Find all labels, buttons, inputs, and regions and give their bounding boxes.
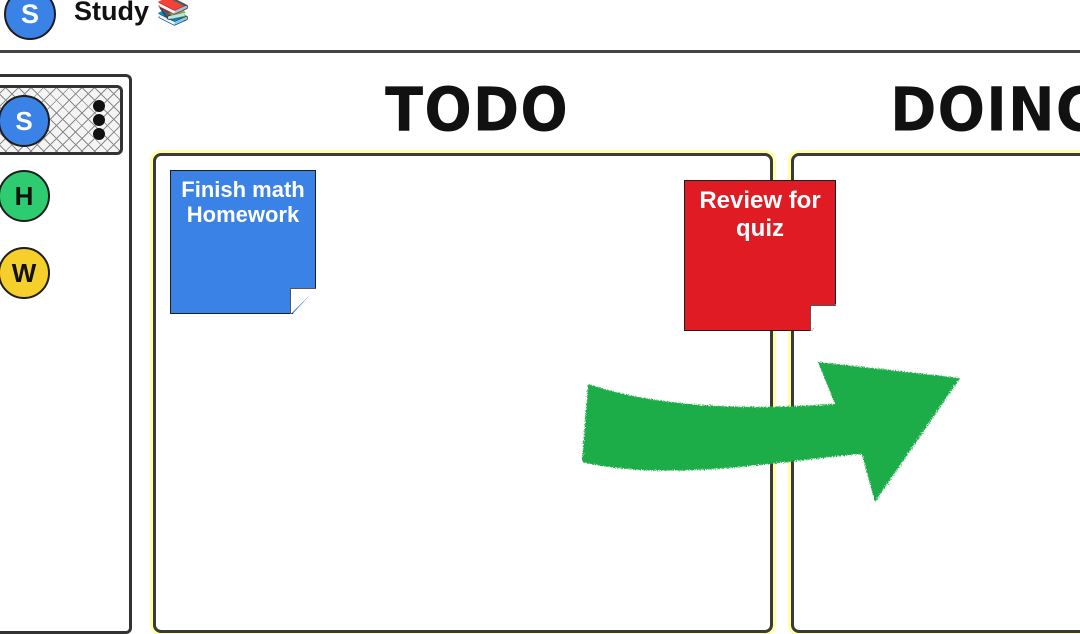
- page-curl-icon: [810, 305, 836, 331]
- column-title-todo: TODO: [385, 75, 569, 146]
- page-curl-icon: [290, 288, 316, 314]
- sticky-note-text: Review for quiz: [699, 187, 821, 242]
- board-title: Study 📚: [74, 0, 191, 26]
- move-arrow-icon[interactable]: [570, 350, 970, 510]
- header-bar: S Study 📚: [0, 0, 1080, 52]
- column-title-doing: DOING: [890, 75, 1080, 146]
- sticky-note-text: Finish math Homework: [181, 177, 305, 228]
- board-options-kebab-icon[interactable]: [90, 100, 108, 144]
- sidebar-board-avatar-study[interactable]: S: [0, 95, 50, 147]
- sidebar-board-avatar-h[interactable]: H: [0, 170, 50, 222]
- board-avatar[interactable]: S: [4, 0, 56, 40]
- column-todo[interactable]: [153, 153, 773, 633]
- header-divider: [0, 50, 1080, 53]
- board-sidebar: [0, 74, 132, 634]
- sidebar-board-avatar-w[interactable]: W: [0, 247, 50, 299]
